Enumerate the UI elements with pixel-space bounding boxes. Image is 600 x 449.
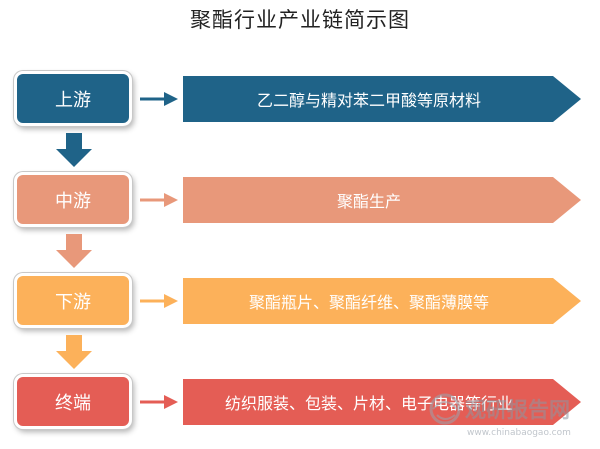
arrow-right-icon <box>140 294 178 308</box>
arrow-right-icon <box>140 92 178 106</box>
stage-upstream-label: 上游 <box>55 89 91 111</box>
stage-downstream-label: 下游 <box>55 291 91 313</box>
svg-text:观研报告网: 观研报告网 <box>465 398 570 422</box>
stage-upstream-banner: 乙二醇与精对苯二甲酸等原材料 <box>183 76 581 122</box>
stage-terminal-desc: 纺织服装、包装、片材、电子电器等行业 <box>224 394 513 413</box>
arrow-right-icon <box>140 193 178 207</box>
stage-midstream-label: 中游 <box>55 190 91 212</box>
stage-midstream-desc: 聚酯生产 <box>336 192 401 211</box>
arrow-down-icon <box>56 133 92 167</box>
watermark-logo: 观研报告网 www.chinabaogao.com <box>429 393 571 438</box>
svg-text:www.chinabaogao.com: www.chinabaogao.com <box>467 428 571 438</box>
stage-terminal-banner: 纺织服装、包装、片材、电子电器等行业 <box>183 379 581 425</box>
stage-upstream-box: 上游 <box>14 71 132 126</box>
stage-downstream-banner: 聚酯瓶片、聚酯纤维、聚酯薄膜等 <box>183 278 581 324</box>
arrow-down-icon <box>56 234 92 268</box>
stage-terminal-label: 终端 <box>55 392 91 414</box>
stage-downstream-box: 下游 <box>14 273 132 328</box>
stage-terminal-box: 终端 <box>14 374 132 429</box>
stage-midstream-box: 中游 <box>14 172 132 227</box>
diagram-title: 聚酯行业产业链简示图 <box>190 8 410 32</box>
arrow-down-icon <box>56 335 92 369</box>
stage-downstream-desc: 聚酯瓶片、聚酯纤维、聚酯薄膜等 <box>248 293 489 312</box>
stage-midstream-banner: 聚酯生产 <box>183 177 581 223</box>
stage-upstream-desc: 乙二醇与精对苯二甲酸等原材料 <box>256 91 481 110</box>
arrow-right-icon <box>140 395 178 409</box>
